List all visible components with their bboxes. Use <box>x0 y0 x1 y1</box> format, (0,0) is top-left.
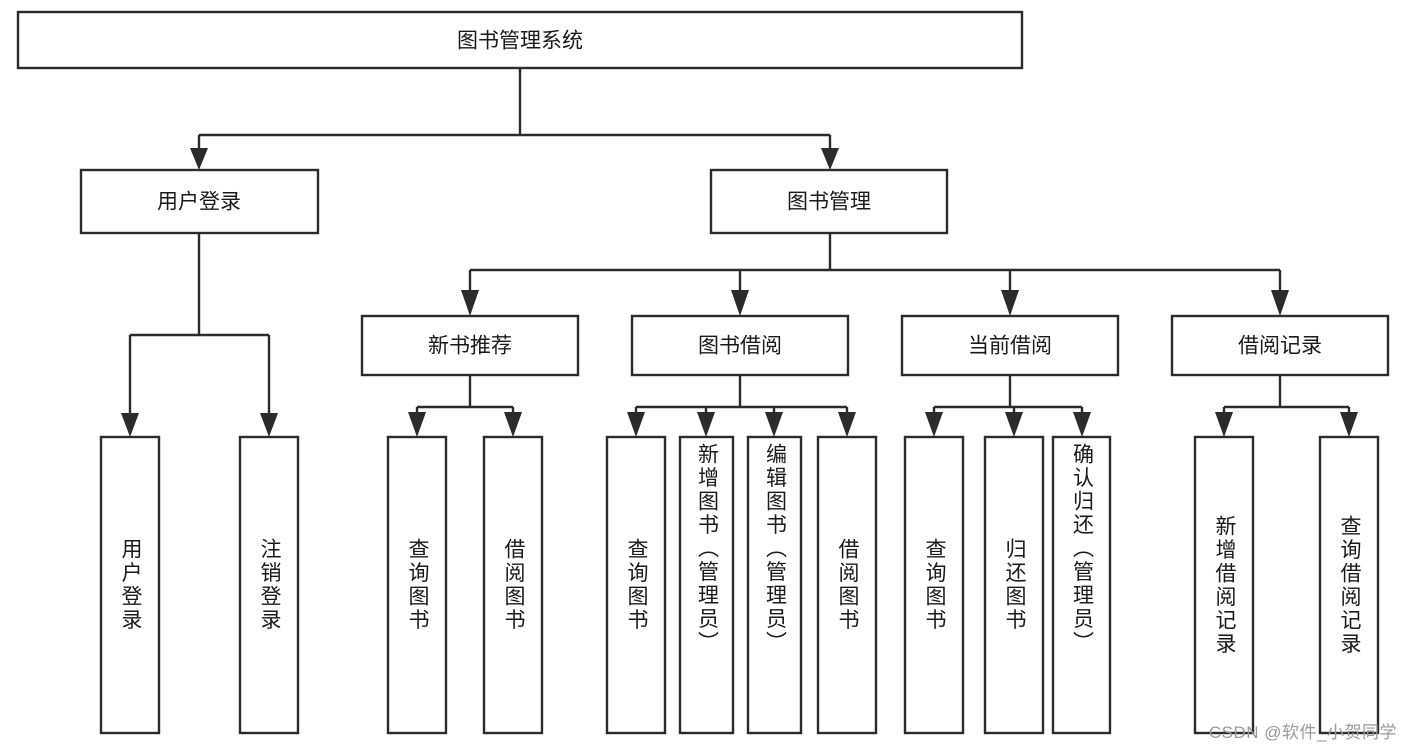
connector-borrowrecord-to-leaves <box>1215 375 1358 437</box>
arrow-head-icon <box>1271 290 1289 316</box>
leaf-box-current-borrow-1[interactable] <box>903 435 965 735</box>
arrow-head-icon <box>731 290 749 316</box>
arrow-head-icon <box>765 412 783 437</box>
node-current-borrow-label: 当前借阅 <box>968 335 1052 358</box>
node-borrow-record-label: 借阅记录 <box>1238 335 1322 358</box>
leaf-box-borrow-record-2[interactable] <box>1318 435 1380 735</box>
node-user-login-label: 用户登录 <box>157 191 241 214</box>
arrow-head-icon <box>838 412 856 437</box>
arrow-head-icon <box>627 412 645 437</box>
leaf-box-book-borrow-2[interactable] <box>678 435 735 735</box>
leaf-box-current-borrow-2[interactable] <box>983 435 1045 735</box>
node-book-borrow-box[interactable] <box>630 314 850 377</box>
arrow-head-icon <box>697 412 715 437</box>
connector-userlogin-to-leaves <box>121 233 278 437</box>
arrow-head-icon <box>461 290 479 316</box>
node-book-management[interactable]: 图书管理 <box>709 168 949 235</box>
node-user-login-box[interactable] <box>79 168 320 235</box>
leaf-box-current-borrow-3[interactable] <box>1051 435 1112 735</box>
node-new-book-recommend-box[interactable] <box>360 314 580 377</box>
node-user-login[interactable]: 用户登录 <box>79 168 320 235</box>
connector-bookmgmt-to-level3 <box>461 233 1289 316</box>
connector-currentborrow-to-leaves <box>925 375 1091 437</box>
node-book-borrow-label: 图书借阅 <box>698 335 782 358</box>
node-borrow-record-box[interactable] <box>1170 314 1390 377</box>
connector-root-to-level2 <box>190 68 839 170</box>
arrow-head-icon <box>1005 412 1023 437</box>
arrow-head-icon <box>190 148 208 170</box>
node-book-borrow[interactable]: 图书借阅 <box>630 314 850 377</box>
connector-newbook-to-leaves <box>408 375 522 437</box>
node-book-management-box[interactable] <box>709 168 949 235</box>
leaf-box-book-borrow-4[interactable] <box>816 435 878 735</box>
leaf-box-user-login-1[interactable] <box>99 435 161 735</box>
node-new-book-recommend-label: 新书推荐 <box>428 335 512 358</box>
arrow-head-icon <box>408 412 426 437</box>
node-root-label: 图书管理系统 <box>457 30 583 53</box>
arrow-head-icon <box>1215 412 1233 437</box>
connector-bookborrow-to-leaves <box>627 375 856 437</box>
arrow-head-icon <box>260 413 278 437</box>
arrow-head-icon <box>1073 412 1091 437</box>
leaf-box-user-login-2[interactable] <box>238 435 300 735</box>
node-root-box[interactable] <box>16 10 1024 70</box>
node-book-management-label: 图书管理 <box>787 191 871 214</box>
leaf-box-new-book-1[interactable] <box>386 435 448 735</box>
arrow-head-icon <box>821 148 839 170</box>
arrow-head-icon <box>1340 412 1358 437</box>
leaf-box-new-book-2[interactable] <box>482 435 544 735</box>
node-root[interactable]: 图书管理系统 <box>16 10 1024 70</box>
arrow-head-icon <box>1001 290 1019 316</box>
leaf-box-book-borrow-1[interactable] <box>605 435 667 735</box>
node-current-borrow[interactable]: 当前借阅 <box>900 314 1120 377</box>
node-new-book-recommend[interactable]: 新书推荐 <box>360 314 580 377</box>
arrow-head-icon <box>925 412 943 437</box>
node-borrow-record[interactable]: 借阅记录 <box>1170 314 1390 377</box>
node-current-borrow-box[interactable] <box>900 314 1120 377</box>
arrow-head-icon <box>121 413 139 437</box>
leaf-box-book-borrow-3[interactable] <box>746 435 803 735</box>
arrow-head-icon <box>504 412 522 437</box>
leaf-box-borrow-record-1[interactable] <box>1193 435 1255 735</box>
csdn-watermark: CSDN @软件_小贺同学 <box>1208 723 1397 742</box>
